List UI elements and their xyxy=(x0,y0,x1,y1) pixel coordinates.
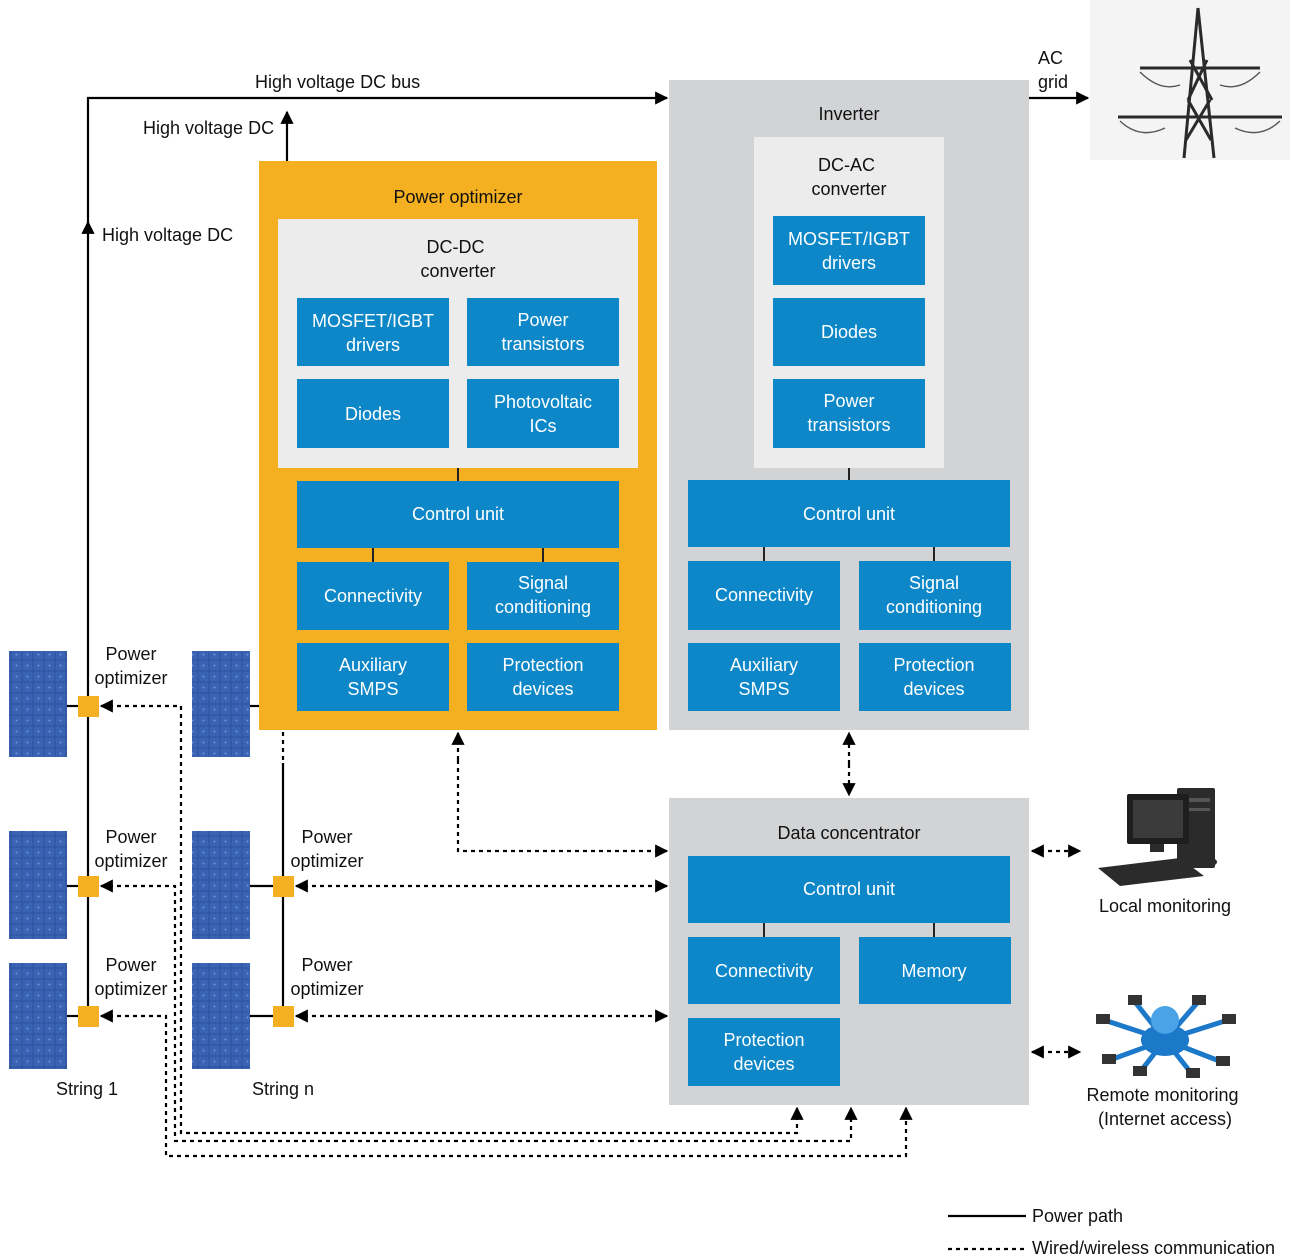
dc-ac-converter-title: DC-AC converter xyxy=(811,155,886,199)
optimizer-node xyxy=(273,1006,294,1027)
svg-text:Diodes: Diodes xyxy=(345,404,401,424)
optimizer-node xyxy=(78,1006,99,1027)
ac-grid-label: AC grid xyxy=(1038,48,1068,92)
solar-panel-icon xyxy=(9,831,67,939)
solar-panel-icon xyxy=(192,831,250,939)
inv-control-unit-block: Control unit xyxy=(688,480,1010,547)
svg-text:Memory: Memory xyxy=(901,961,966,981)
hv-dc-top-label: High voltage DC xyxy=(143,118,274,138)
solar-panels xyxy=(9,651,250,1069)
legend-communication-label: Wired/wireless communication xyxy=(1032,1238,1275,1258)
solar-panel-icon xyxy=(192,651,250,757)
internal-connectors xyxy=(372,468,935,937)
svg-text:Control unit: Control unit xyxy=(803,879,895,899)
legend: Power path Wired/wireless communication xyxy=(948,1206,1275,1258)
legend-power-path-label: Power path xyxy=(1032,1206,1123,1226)
communication-lines xyxy=(99,699,1082,1158)
string-1-label: String 1 xyxy=(56,1079,118,1099)
svg-text:Control unit: Control unit xyxy=(803,504,895,524)
optimizer-node xyxy=(78,696,99,717)
dc-control-unit-block: Control unit xyxy=(688,856,1010,923)
data-concentrator-title: Data concentrator xyxy=(777,823,920,843)
remote-monitoring-label: Remote monitoring (Internet access) xyxy=(1086,1085,1243,1129)
po-diodes-block: Diodes xyxy=(297,379,449,448)
power-optimizer-title: Power optimizer xyxy=(393,187,522,207)
transmission-tower-icon xyxy=(1090,0,1290,160)
optimizer-node xyxy=(273,876,294,897)
hv-dc-left-label: High voltage DC xyxy=(102,225,233,245)
inv-connectivity-block: Connectivity xyxy=(688,561,840,630)
dc-connectivity-block: Connectivity xyxy=(688,937,840,1004)
inverter-title: Inverter xyxy=(818,104,879,124)
po-control-unit-block: Control unit xyxy=(297,481,619,548)
solar-panel-icon xyxy=(192,963,250,1069)
dc-dc-converter-title: DC-DC converter xyxy=(420,237,495,281)
svg-text:Diodes: Diodes xyxy=(821,322,877,342)
svg-text:Connectivity: Connectivity xyxy=(715,585,813,605)
svg-text:Connectivity: Connectivity xyxy=(324,586,422,606)
solar-panel-icon xyxy=(9,651,67,757)
optimizer-nodes xyxy=(78,696,294,1027)
network-icon xyxy=(1096,995,1236,1078)
string-n-label: String n xyxy=(252,1079,314,1099)
solar-panel-icon xyxy=(9,963,67,1069)
dc-memory-block: Memory xyxy=(859,937,1011,1004)
svg-text:Connectivity: Connectivity xyxy=(715,961,813,981)
local-monitoring-label: Local monitoring xyxy=(1099,896,1231,916)
optimizer-node xyxy=(78,876,99,897)
computer-icon xyxy=(1098,788,1217,886)
po-connectivity-block: Connectivity xyxy=(297,562,449,630)
svg-text:Control unit: Control unit xyxy=(412,504,504,524)
hv-dc-bus-label: High voltage DC bus xyxy=(255,72,420,92)
inv-diodes-block: Diodes xyxy=(773,298,925,366)
